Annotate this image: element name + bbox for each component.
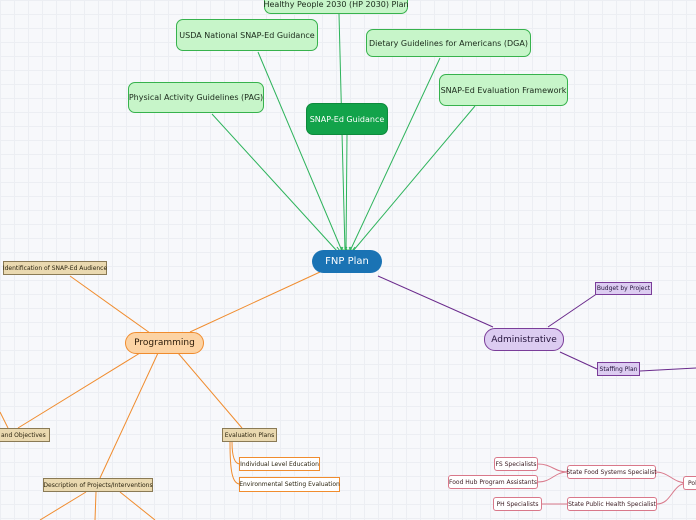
node-staffing-plan[interactable]: Staffing Plan bbox=[597, 362, 640, 376]
edge-snaped-guidance bbox=[345, 134, 348, 252]
edge-desc-left bbox=[39, 491, 87, 520]
edge-fs bbox=[537, 463, 569, 473]
edge-root-administrative bbox=[377, 275, 494, 328]
edge-audience bbox=[69, 275, 151, 334]
node-usda-snap-ed-guidance[interactable]: USDA National SNAP-Ed Guidance bbox=[176, 19, 318, 51]
node-budget-by-project[interactable]: Budget by Project bbox=[595, 282, 652, 295]
edge-goals bbox=[17, 352, 141, 429]
edge-staffing bbox=[559, 351, 598, 370]
node-administrative[interactable]: Administrative bbox=[484, 328, 564, 351]
node-state-food-systems-specialist[interactable]: State Food Systems Specialist bbox=[566, 465, 657, 479]
edge-environmental bbox=[229, 441, 241, 485]
edge-goals-left bbox=[0, 411, 9, 429]
node-ph-specialists[interactable]: PH Specialists bbox=[493, 497, 542, 511]
edge-foodhub bbox=[537, 471, 569, 483]
edge-individual bbox=[231, 441, 241, 465]
node-programming[interactable]: Programming bbox=[125, 332, 204, 354]
edge-root-programming bbox=[189, 271, 321, 333]
node-dietary-guidelines[interactable]: Dietary Guidelines for Americans (DGA) bbox=[366, 29, 531, 57]
node-policy[interactable]: Policy bbox=[683, 476, 696, 490]
node-physical-activity-guidelines[interactable]: Physical Activity Guidelines (PAG) bbox=[128, 82, 264, 113]
node-healthy-people-2030[interactable]: Healthy People 2030 (HP 2030) Plan bbox=[263, 0, 409, 14]
edge-desc-right bbox=[119, 491, 156, 520]
node-fnp-plan-root[interactable]: FNP Plan bbox=[312, 250, 382, 273]
node-identification-of-audience[interactable]: Identification of SNAP-Ed Audience bbox=[3, 261, 107, 275]
edge-staffing-out bbox=[639, 367, 696, 372]
node-snap-ed-guidance[interactable]: SNAP-Ed Guidance bbox=[306, 103, 388, 135]
node-individual-level-education[interactable]: Individual Level Education bbox=[239, 457, 320, 471]
edge-usda bbox=[257, 51, 343, 252]
node-description-of-projects[interactable]: Description of Projects/Interventions bbox=[43, 478, 153, 492]
edge-framework bbox=[352, 105, 476, 252]
node-state-public-health-specialist[interactable]: State Public Health Specialist bbox=[567, 497, 657, 511]
node-snap-ed-evaluation-framework[interactable]: SNAP-Ed Evaluation Framework bbox=[439, 74, 568, 106]
edge-evaluation bbox=[177, 352, 243, 429]
node-environmental-setting-evaluation[interactable]: Environmental Setting Evaluation bbox=[239, 477, 340, 492]
node-fs-specialists[interactable]: FS Specialists bbox=[494, 457, 538, 471]
edge-description bbox=[99, 352, 159, 479]
edge-desc-mid bbox=[94, 491, 97, 520]
edge-budget bbox=[547, 292, 599, 328]
node-goals-and-objectives[interactable]: Goals and Objectives bbox=[0, 428, 50, 442]
node-evaluation-plans[interactable]: Evaluation Plans bbox=[222, 428, 277, 442]
edge-pag bbox=[211, 113, 338, 252]
node-food-hub-program-assistants[interactable]: Food Hub Program Assistants bbox=[448, 475, 538, 489]
edge-dga bbox=[349, 57, 441, 252]
